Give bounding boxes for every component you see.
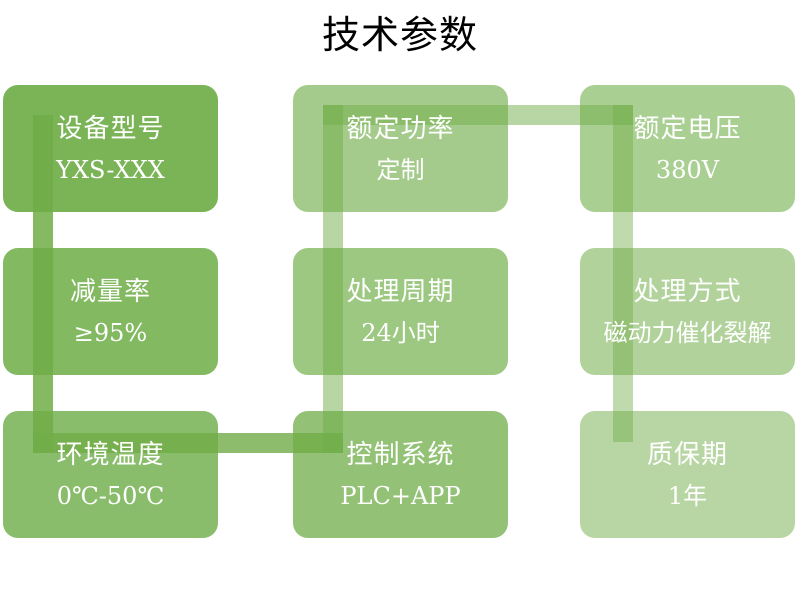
control-system-label: 控制系统 [346, 439, 455, 470]
page-title: 技术参数 [321, 13, 478, 57]
connector-segment [33, 433, 343, 453]
treatment-cycle-value: 24小时 [361, 318, 440, 347]
connector-segment [33, 115, 53, 453]
rated-voltage-value: 380V [655, 155, 720, 184]
ambient-temperature-label: 环境温度 [56, 439, 165, 470]
ambient-temperature-value: 0℃-50℃ [56, 481, 165, 510]
device-model-label: 设备型号 [56, 113, 165, 144]
warranty-period-label: 质保期 [646, 439, 728, 470]
control-system-value: PLC+APP [340, 481, 461, 510]
treatment-cycle-label: 处理周期 [346, 276, 455, 307]
connector-segment [613, 105, 633, 442]
treatment-method-value: 磁动力催化裂解 [603, 318, 772, 347]
param-box-treatment-method: 处理方式磁动力催化裂解 [580, 248, 795, 375]
reduction-rate-label: 减量率 [69, 276, 151, 307]
device-model-value: YXS-XXX [56, 155, 165, 184]
treatment-method-label: 处理方式 [633, 276, 742, 307]
warranty-period-value: 1年 [667, 481, 708, 510]
connector-segment [323, 105, 633, 125]
connector-segment [323, 105, 343, 453]
rated-power-label: 额定功率 [346, 113, 455, 144]
rated-power-value: 定制 [376, 155, 425, 184]
param-box-warranty-period: 质保期 1年 [580, 411, 795, 538]
reduction-rate-value: ≥95% [73, 318, 148, 347]
rated-voltage-label: 额定电压 [633, 113, 742, 144]
